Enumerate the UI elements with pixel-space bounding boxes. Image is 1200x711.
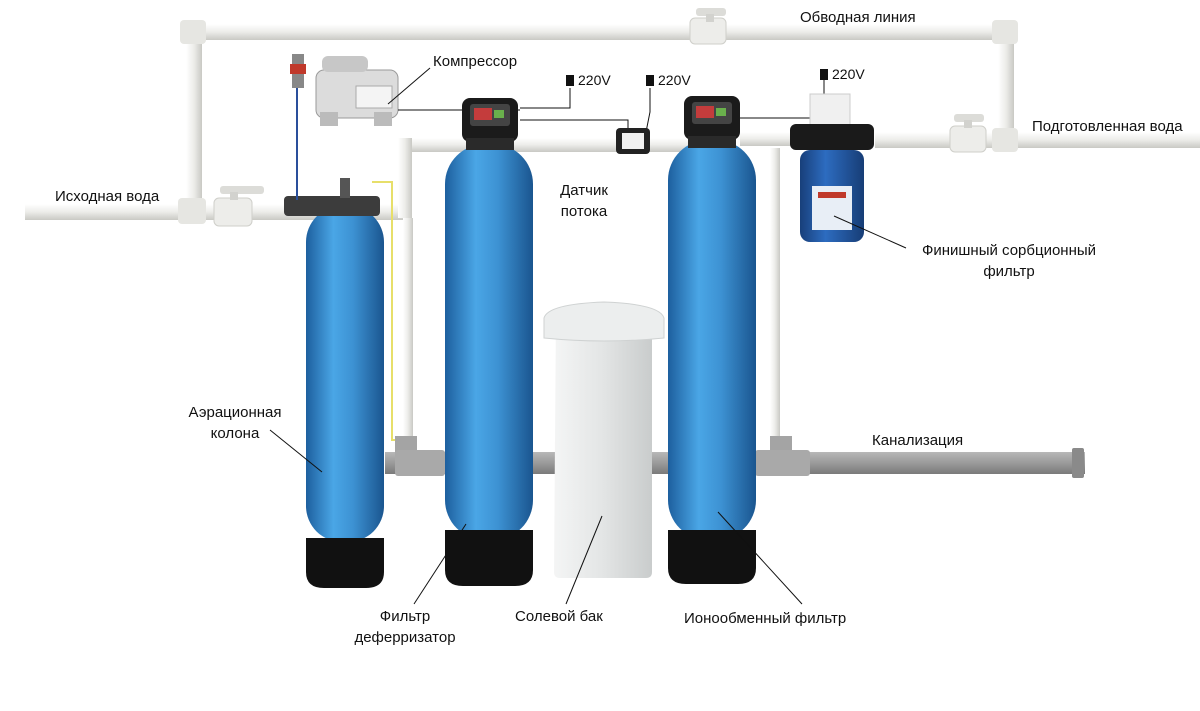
label-bypass-line: Обводная линия (800, 9, 916, 26)
label-aeration-column: Аэрационная колона (176, 402, 294, 444)
bypass-valve (689, 8, 727, 45)
final-sorption-filter (790, 93, 874, 242)
label-source-water: Исходная вода (55, 188, 160, 205)
label-salt-tank: Солевой бак (515, 608, 603, 625)
label-final-filter-line2: фильтр (983, 263, 1035, 280)
power-label-1: 220V (566, 72, 611, 88)
salt-tank (543, 301, 665, 578)
label-deferrizer: Фильтр деферризатор (340, 606, 470, 648)
label-aeration-line1: Аэрационная (188, 404, 282, 421)
label-final-filter: Финишный сорбционный фильтр (906, 240, 1112, 282)
power-label-2: 220V (646, 72, 691, 88)
leader-lines (269, 215, 907, 605)
flow-sensor (616, 128, 650, 154)
plug-icon (646, 74, 654, 86)
label-ion-exchange: Ионообменный фильтр (684, 610, 847, 627)
label-compressor: Компрессор (433, 53, 518, 70)
compressor (290, 54, 399, 200)
label-sewer: Канализация (872, 432, 964, 449)
inlet-valve (213, 186, 264, 227)
label-flow-sensor-line1: Датчик (560, 182, 608, 199)
ion-exchange-filter (668, 96, 756, 584)
plug-icon (566, 74, 574, 86)
label-deferrizer-line2: деферризатор (354, 629, 456, 646)
label-final-filter-line1: Финишный сорбционный (921, 242, 1097, 259)
power-voltage-2: 220V (658, 72, 691, 88)
deferrizer-filter (445, 98, 533, 586)
outlet-valve (949, 114, 987, 153)
label-flow-sensor: Датчик потока (552, 180, 616, 222)
label-flow-sensor-line2: потока (560, 203, 608, 220)
power-label-3: 220V (820, 66, 865, 82)
aeration-column (284, 178, 384, 588)
power-voltage-1: 220V (578, 72, 611, 88)
power-voltage-3: 220V (832, 66, 865, 82)
plug-icon (820, 68, 828, 80)
label-aeration-line2: колона (210, 425, 260, 442)
label-treated-water: Подготовленная вода (1032, 118, 1183, 135)
label-deferrizer-line1: Фильтр (379, 608, 431, 625)
bypass-pipe (180, 20, 1018, 214)
